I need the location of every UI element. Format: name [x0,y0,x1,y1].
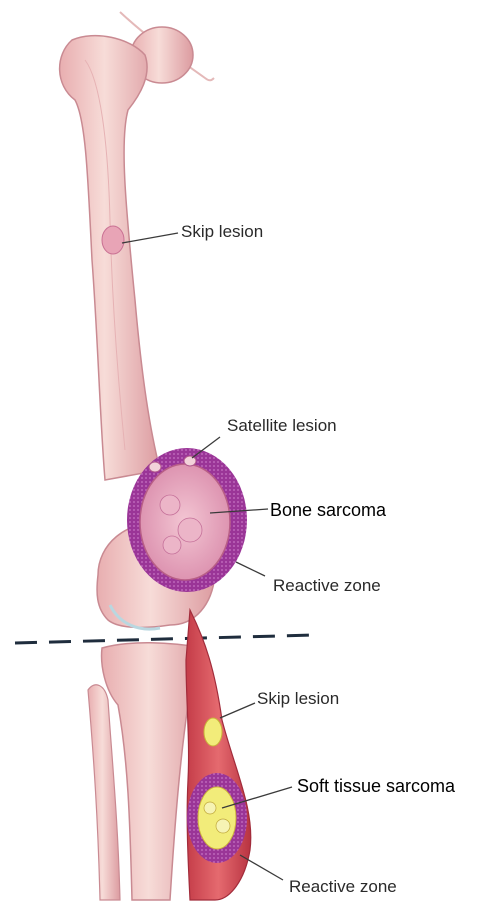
amputation-line [15,635,315,643]
label-satellite-lesion: Satellite lesion [227,416,337,436]
label-reactive-zone-soft: Reactive zone [289,877,397,897]
label-bone-sarcoma: Bone sarcoma [270,500,386,520]
label-skip-lesion-lower: Skip lesion [257,689,339,709]
label-skip-lesion-upper: Skip lesion [181,222,263,242]
label-reactive-zone-bone: Reactive zone [273,576,381,596]
label-soft-tissue-sarcoma: Soft tissue sarcoma [297,776,455,796]
upper-skip-lesion [102,226,178,254]
muscle [186,610,292,900]
